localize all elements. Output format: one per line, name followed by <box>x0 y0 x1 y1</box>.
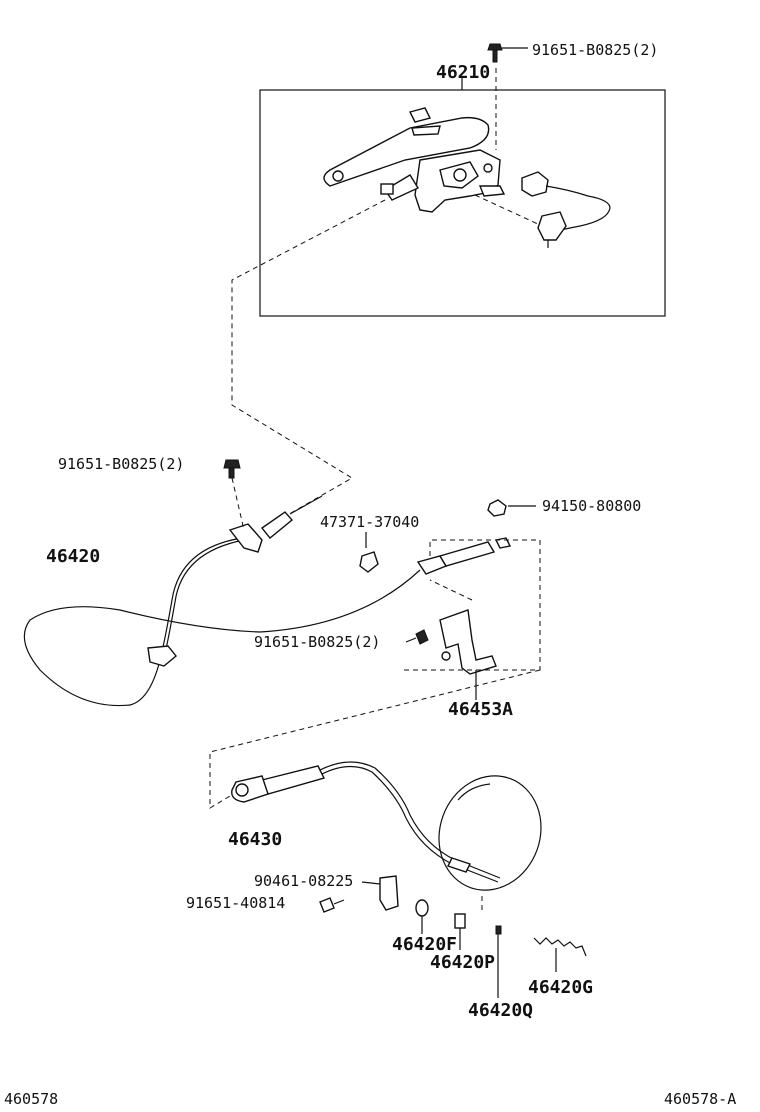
bolt-left-icon <box>223 459 241 479</box>
retainer-clip-90461 <box>379 875 399 911</box>
label-47371: 47371-37040 <box>320 513 419 531</box>
label-46453a: 46453A <box>448 699 513 720</box>
label-46210: 46210 <box>436 62 490 83</box>
label-46430: 46430 <box>228 829 282 850</box>
bolt-top-icon <box>487 43 503 63</box>
brake-drum-outline <box>438 775 542 891</box>
lever-ratchet-bracket <box>380 149 506 213</box>
bolt-40814-icon <box>319 897 345 913</box>
cable-clip-icon <box>359 532 379 573</box>
footer-code-right: 460578-A <box>664 1090 736 1108</box>
label-91651-40814: 91651-40814 <box>186 894 285 912</box>
label-46420: 46420 <box>46 546 100 567</box>
brake-switch-harness <box>521 171 611 248</box>
label-46420q: 46420Q <box>468 1000 533 1021</box>
label-91651-top: 91651-B0825(2) <box>532 41 658 59</box>
label-94150: 94150-80800 <box>542 497 641 515</box>
nut-icon <box>487 499 507 517</box>
part-46420q-icon <box>495 925 502 935</box>
label-91651-left: 91651-B0825(2) <box>58 455 184 473</box>
footer-code-left: 460578 <box>4 1090 58 1108</box>
label-46420g: 46420G <box>528 977 593 998</box>
bolt-mid-icon <box>405 629 429 645</box>
label-46420f: 46420F <box>392 934 457 955</box>
lever-assembly-box <box>259 78 666 317</box>
cable-bracket-46453a <box>439 609 497 675</box>
part-46420p-icon <box>454 913 466 929</box>
label-90461: 90461-08225 <box>254 872 353 890</box>
spring-46420g-icon <box>533 937 587 957</box>
label-46420p: 46420P <box>430 952 495 973</box>
rear-cable-46430 <box>231 761 501 883</box>
brake-lever-handle <box>323 107 490 187</box>
part-46420f-icon <box>415 899 429 917</box>
front-cable-46420 <box>23 495 512 707</box>
label-91651-mid: 91651-B0825(2) <box>254 633 380 651</box>
